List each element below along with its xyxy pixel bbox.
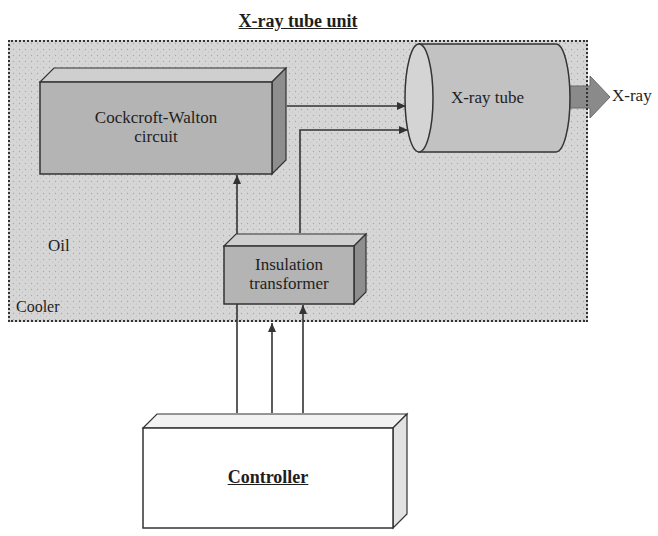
node-text: Cockcroft-Walton circuit [81,109,231,146]
signal-arrow [300,130,408,233]
signal-arrow [287,105,406,107]
region-label: Cooler [16,298,60,316]
xray-beam-arrow [568,76,610,118]
medium-label: Oil [48,236,70,256]
node-text: Controller [228,468,309,488]
output-label: X-ray [612,86,652,106]
node-text: X-ray tube [451,89,524,108]
xray-tube: X-ray tube [405,44,570,152]
signal-arrow [271,323,273,413]
unit-region: X-ray tube unitCoolerCockcroft-Walton ci… [8,40,588,322]
node-text: Insulation transformer [234,256,344,293]
transformer-box: Insulation transformer [224,246,354,304]
circuit-box: Cockcroft-Walton circuit [40,82,272,174]
oil-fill [8,40,588,322]
unit-title: X-ray tube unit [10,12,586,32]
controller-box: Controller [143,428,393,528]
